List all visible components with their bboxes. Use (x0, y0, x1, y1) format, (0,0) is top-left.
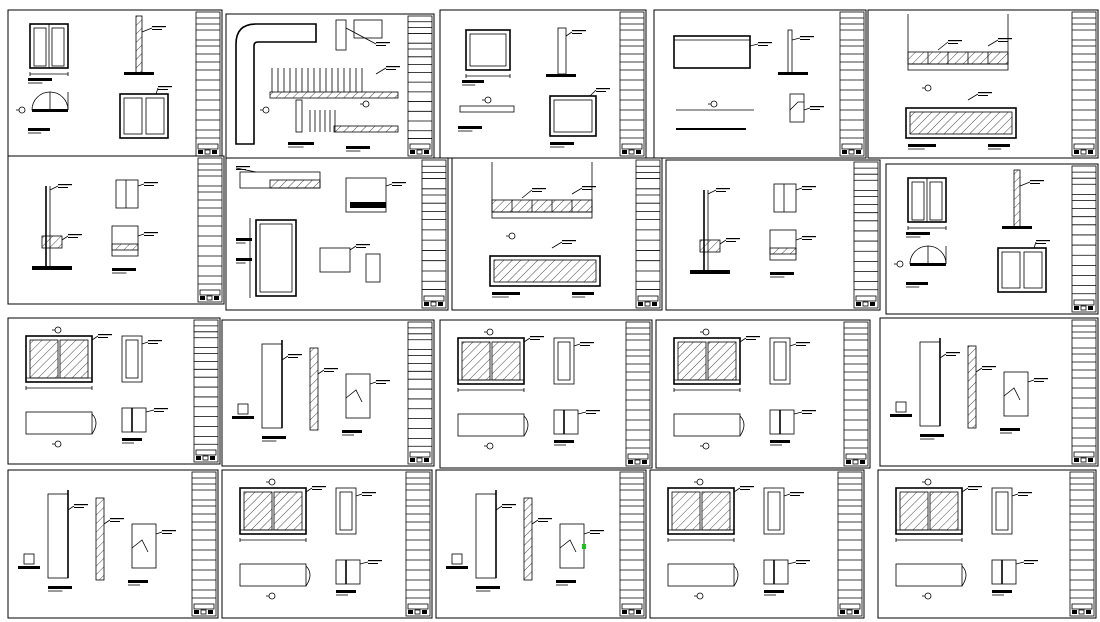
sheet-border (879, 317, 1099, 467)
drawing-sheet-17[interactable] (221, 469, 433, 619)
sheet-border (7, 155, 225, 305)
drawing-sheet-5[interactable] (867, 9, 1099, 159)
drawing-sheet-2[interactable] (225, 13, 435, 159)
sheet-border (439, 9, 647, 159)
drawing-sheet-16[interactable] (7, 469, 219, 619)
sheet-border (451, 157, 663, 311)
drawing-sheet-4[interactable] (653, 9, 867, 159)
drawing-sheet-10[interactable] (885, 163, 1099, 315)
drawing-sheet-7[interactable] (225, 157, 449, 311)
sheet-border (653, 9, 867, 159)
drawing-sheet-19[interactable] (649, 469, 865, 619)
sheet-border (7, 9, 223, 159)
drawing-sheet-6[interactable] (7, 155, 225, 305)
sheet-border (665, 159, 881, 311)
drawing-sheet-18[interactable] (435, 469, 647, 619)
drawing-sheet-13[interactable] (439, 319, 653, 469)
sheet-border (435, 469, 647, 619)
drawing-sheet-11[interactable] (7, 317, 221, 465)
drawing-sheet-8[interactable] (451, 157, 663, 311)
green-marker (582, 544, 586, 549)
sheet-border (225, 13, 435, 159)
drawing-sheet-3[interactable] (439, 9, 647, 159)
sheet-border (221, 319, 435, 467)
drawing-sheet-14[interactable] (655, 319, 871, 469)
sheet-border (7, 469, 219, 619)
sheet-grid (7, 9, 1099, 619)
drawing-sheet-9[interactable] (665, 159, 881, 311)
drawing-sheet-20[interactable] (877, 469, 1097, 619)
drawing-sheet-15[interactable] (879, 317, 1099, 467)
drawing-sheet-12[interactable] (221, 319, 435, 467)
sheet-border (867, 9, 1099, 159)
drawing-sheet-1[interactable] (7, 9, 223, 159)
sheet-border (885, 163, 1099, 315)
sheet-border (225, 157, 449, 311)
